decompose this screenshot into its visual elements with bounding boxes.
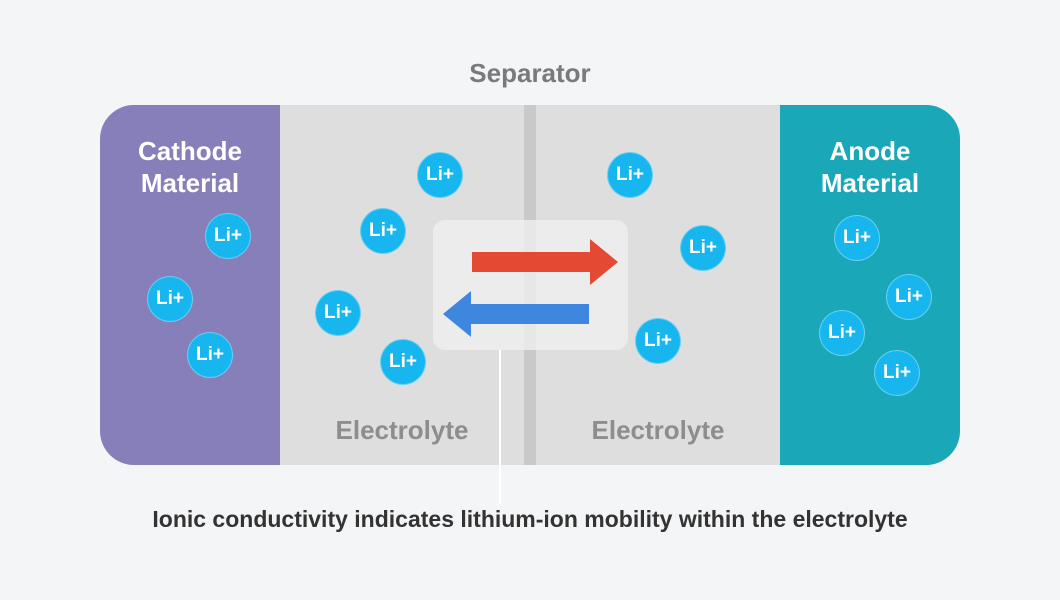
electrolyte-right-region: Electrolyte [536,105,780,465]
anode-region: Anode Material [780,105,960,465]
li-ion: Li+ [886,274,932,320]
cathode-region: Cathode Material [100,105,280,465]
battery-cell: Cathode Material Electrolyte Electrolyte… [100,105,960,465]
li-ion: Li+ [635,318,681,364]
li-ion: Li+ [187,332,233,378]
li-ion: Li+ [380,339,426,385]
anode-label-line1: Anode [829,136,911,166]
anode-label: Anode Material [780,135,960,199]
li-ion: Li+ [147,276,193,322]
li-ion: Li+ [315,290,361,336]
cathode-label-line1: Cathode [138,136,242,166]
li-ion: Li+ [834,215,880,261]
electrolyte-right-label: Electrolyte [591,415,725,445]
anode-label-line2: Material [820,168,920,198]
caption-leader-line [499,350,501,504]
ion-flow-arrows [433,220,628,350]
li-ion: Li+ [417,152,463,198]
li-ion: Li+ [205,213,251,259]
li-ion: Li+ [819,310,865,356]
separator-title: Separator [469,58,591,88]
right-arrow-icon [472,239,618,285]
li-ion: Li+ [607,152,653,198]
electrolyte-left-label: Electrolyte [335,415,469,445]
left-arrow-icon [443,291,589,337]
cathode-label-line2: Material [140,168,240,198]
cathode-label: Cathode Material [100,135,280,199]
li-ion: Li+ [680,225,726,271]
caption: Ionic conductivity indicates lithium-ion… [152,506,908,532]
li-ion: Li+ [874,350,920,396]
li-ion: Li+ [360,208,406,254]
